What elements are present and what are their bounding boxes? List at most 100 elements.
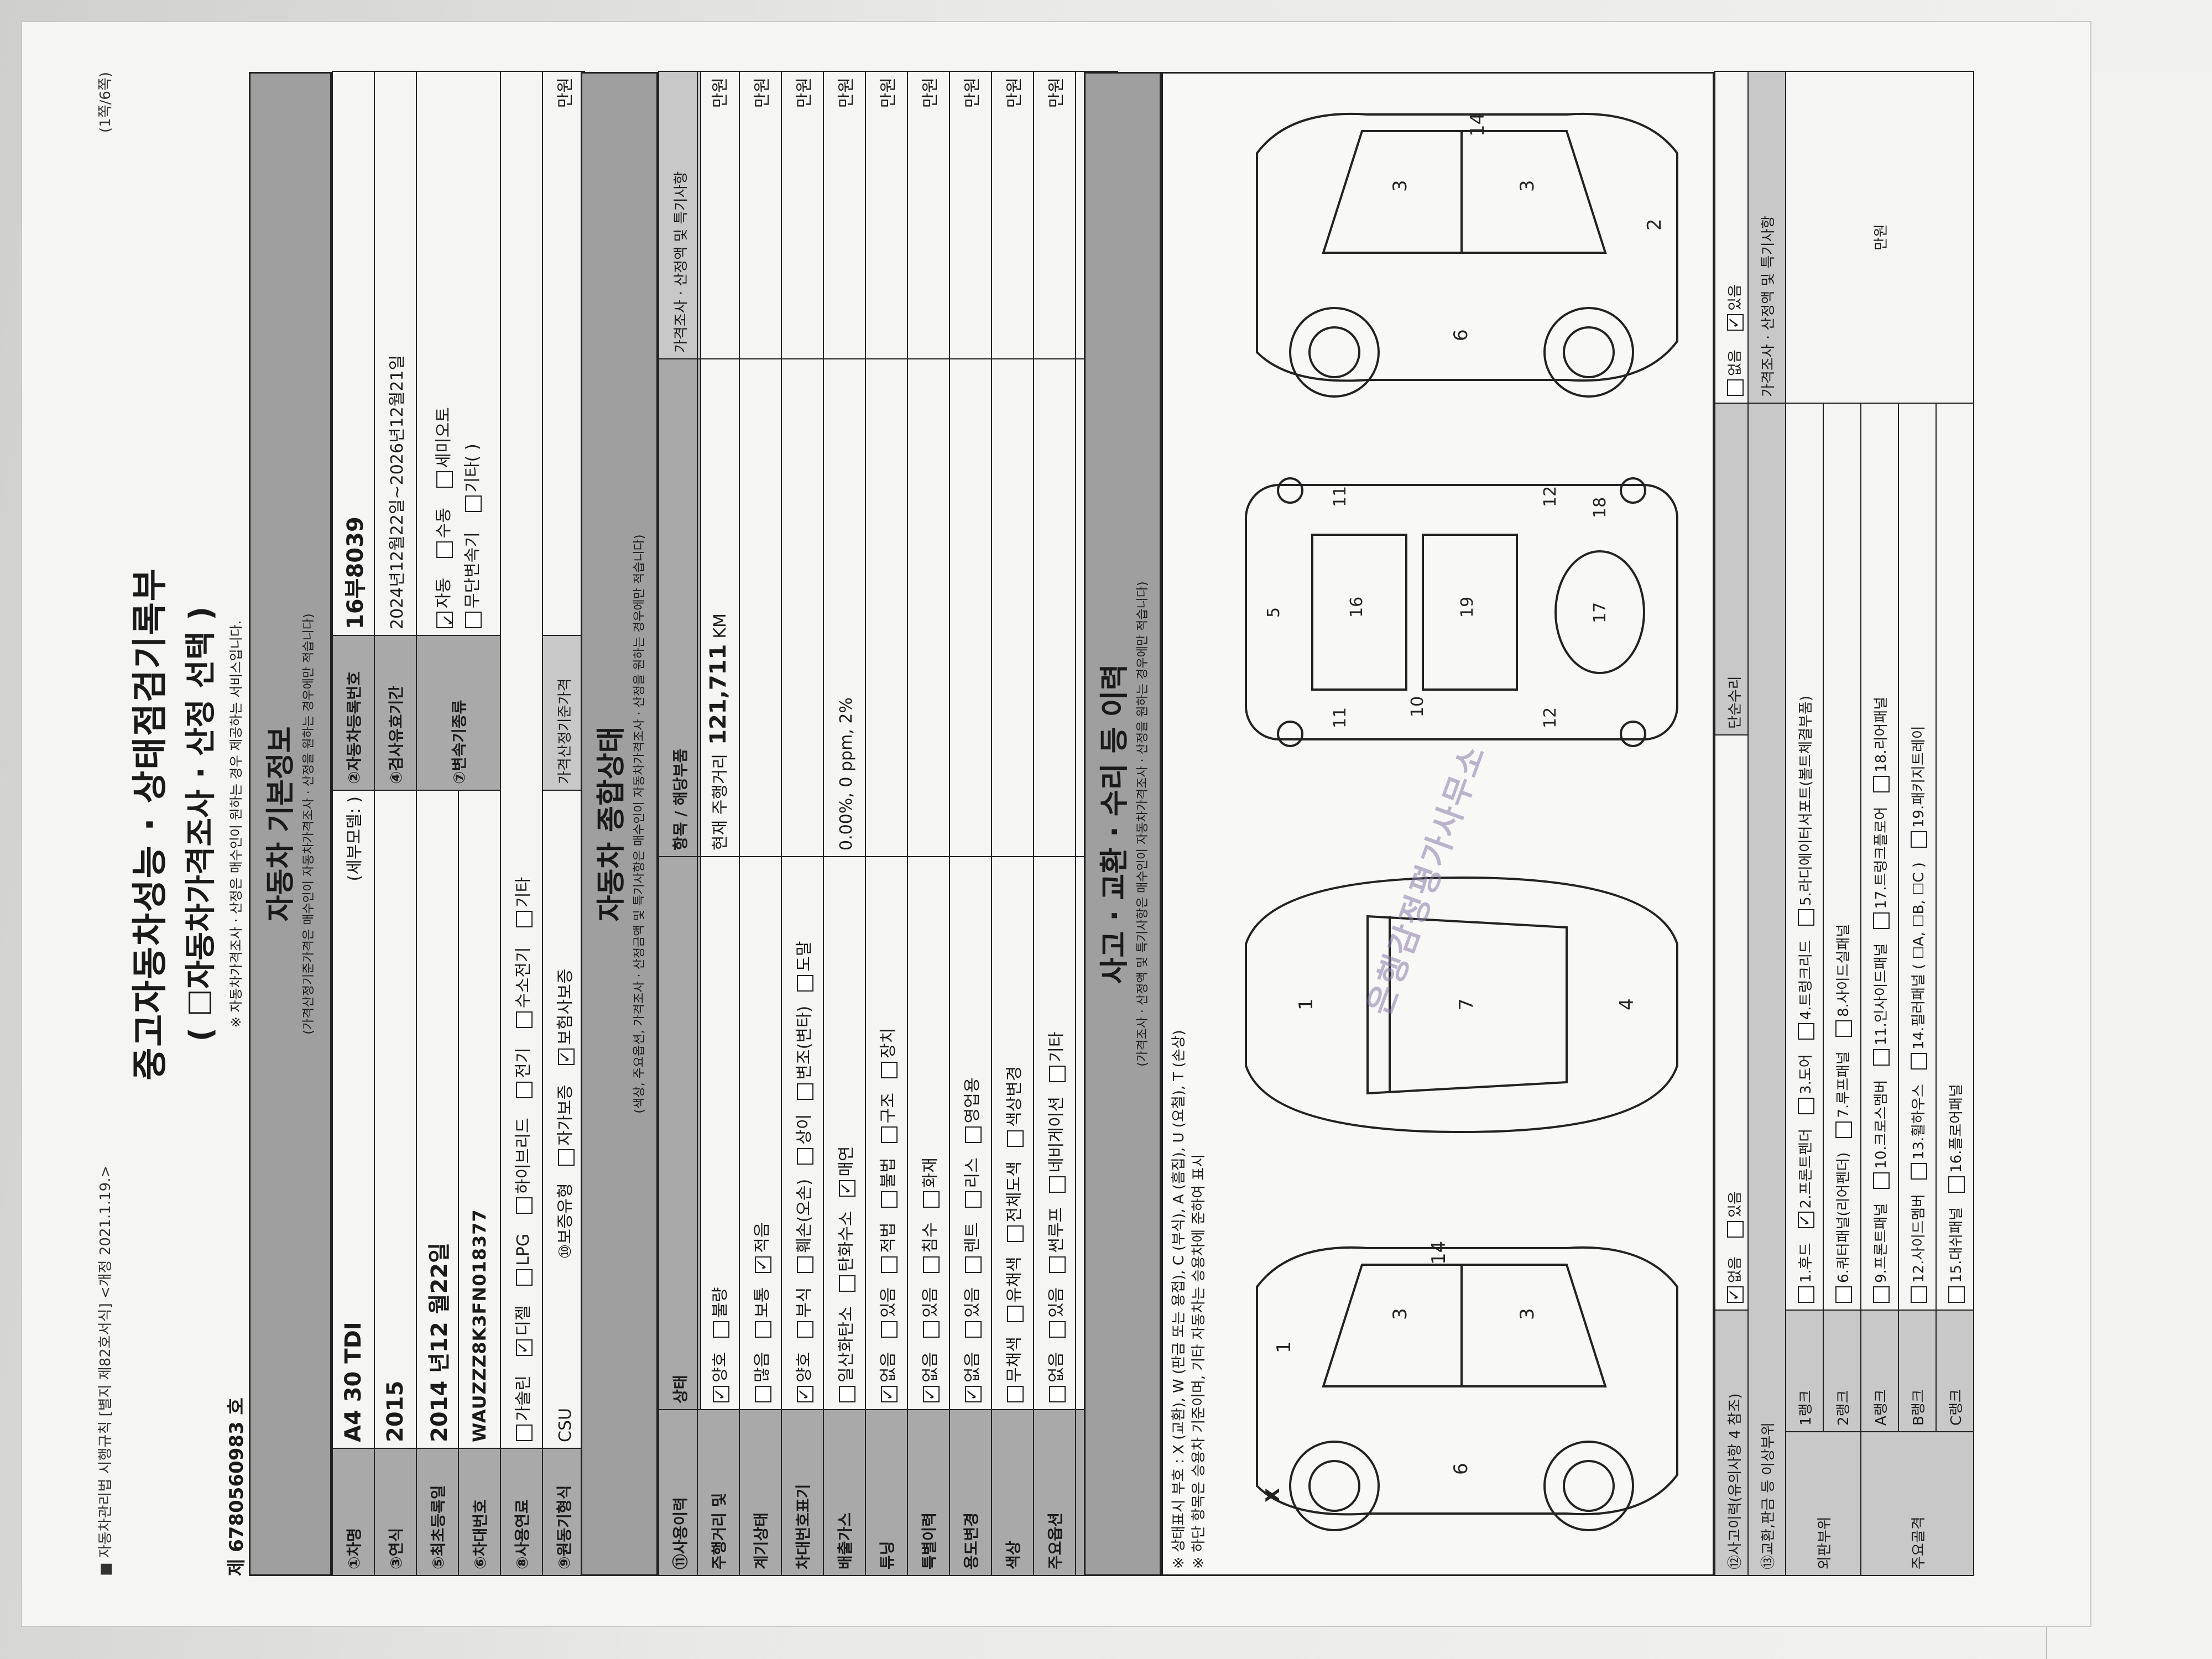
status-option-checkbox[interactable] (880, 1256, 898, 1273)
status-option-checkbox[interactable] (964, 1126, 982, 1144)
rank-item-checkbox[interactable] (1835, 1121, 1852, 1138)
status-option-label: 전체도색 (1005, 1161, 1024, 1223)
rank-label: C랭크 (1936, 1310, 1974, 1432)
status-option-checkbox[interactable] (880, 1061, 898, 1078)
status-option-checkbox[interactable] (838, 1180, 855, 1197)
trans-auto-checkbox[interactable] (436, 612, 453, 628)
fuel-hydrogen-checkbox[interactable] (515, 1011, 533, 1028)
rank-items: 1.후드2.프론트펜더3.도어4.트렁크리드5.라디에이터서포트(볼트체결부품) (1786, 403, 1823, 1310)
warranty-self-checkbox[interactable] (557, 1149, 575, 1166)
rank-item-checkbox[interactable] (1911, 1286, 1927, 1303)
status-option-checkbox[interactable] (796, 1386, 813, 1402)
rank-item-checkbox[interactable] (1873, 912, 1890, 929)
fuel-lpg-checkbox[interactable] (515, 1269, 533, 1286)
status-option-checkbox[interactable] (1048, 1321, 1066, 1338)
trans-manual-checkbox[interactable] (436, 541, 453, 559)
status-row-options: 일산화탄소탄화수소매연 (823, 857, 865, 1410)
status-option-checkbox[interactable] (880, 1386, 898, 1402)
rank-item-checkbox[interactable] (1798, 909, 1814, 926)
status-option-checkbox[interactable] (1048, 1065, 1066, 1082)
status-option-checkbox[interactable] (964, 1386, 982, 1402)
status-option-checkbox[interactable] (922, 1321, 940, 1338)
status-option-checkbox[interactable] (880, 1191, 898, 1208)
status-option-label: 많음 (753, 1352, 772, 1383)
accident-none-checkbox[interactable] (1727, 1286, 1744, 1303)
status-option-checkbox[interactable] (964, 1191, 982, 1208)
status-option: 장치 (874, 1028, 899, 1079)
status-price-unit: 만원 (739, 71, 781, 359)
status-option-checkbox[interactable] (1048, 1256, 1066, 1273)
status-row-options: 없음있음렌트리스영업용 (950, 857, 992, 1410)
status-option-checkbox[interactable] (880, 1126, 898, 1144)
rank-item-checkbox[interactable] (1911, 1163, 1927, 1180)
outer-panel-group: 외판부위 (1786, 1432, 1861, 1575)
status-option-checkbox[interactable] (796, 1147, 813, 1165)
rank-item-checkbox[interactable] (1798, 1212, 1814, 1229)
rank-item-checkbox[interactable] (1873, 1286, 1890, 1303)
rank-item-checkbox[interactable] (1798, 1023, 1814, 1040)
status-option-checkbox[interactable] (1006, 1225, 1024, 1243)
rank-item: 15.대쉬패널 (1945, 1207, 1965, 1304)
status-price-unit: 만원 (1034, 71, 1076, 359)
status-option: 영업용 (958, 1077, 983, 1144)
status-option-checkbox[interactable] (880, 1321, 898, 1338)
simple-yes-checkbox[interactable] (1727, 314, 1744, 331)
trans-other-checkbox[interactable] (465, 495, 482, 513)
rank-item-checkbox[interactable] (1948, 1286, 1965, 1303)
status-option-checkbox[interactable] (712, 1321, 729, 1338)
status-option-checkbox[interactable] (1006, 1306, 1024, 1323)
status-option-checkbox[interactable] (964, 1321, 982, 1338)
rank-item-checkbox[interactable] (1873, 1048, 1890, 1066)
fuel-electric-checkbox[interactable] (515, 1081, 533, 1098)
status-option-checkbox[interactable] (922, 1256, 940, 1273)
rank-item-checkbox[interactable] (1911, 831, 1927, 848)
trans-semi-checkbox[interactable] (436, 471, 453, 488)
rank-item-checkbox[interactable] (1911, 1053, 1927, 1070)
status-option-checkbox[interactable] (1048, 1176, 1066, 1193)
status-option-checkbox[interactable] (754, 1386, 771, 1402)
status-row: 배출가스일산화탄소탄화수소매연0.00%, 0 ppm, 2%만원 (823, 71, 865, 1575)
status-option-checkbox[interactable] (922, 1386, 940, 1402)
status-option-label: 적법 (879, 1222, 898, 1253)
fuel-other-checkbox[interactable] (515, 911, 533, 928)
status-row-detail (865, 359, 907, 857)
rank-item-checkbox[interactable] (1835, 1020, 1852, 1037)
detail-model: (세부모델: ) (345, 796, 364, 881)
status-option-label: 부식 (795, 1287, 814, 1318)
accident-yes-checkbox[interactable] (1727, 1220, 1744, 1238)
status-option-checkbox[interactable] (754, 1321, 771, 1338)
rank-item-checkbox[interactable] (1873, 1172, 1890, 1189)
warranty-insurer-checkbox[interactable] (557, 1048, 575, 1065)
rank-item: 19.패키지트레이 (1907, 726, 1928, 849)
fuel-diesel-checkbox[interactable] (515, 1339, 533, 1356)
status-option-checkbox[interactable] (1006, 1130, 1024, 1147)
svg-text:3: 3 (1389, 180, 1411, 192)
status-option-checkbox[interactable] (796, 1321, 813, 1338)
rank-item-checkbox[interactable] (1835, 1286, 1852, 1303)
fuel-hybrid-checkbox[interactable] (515, 1197, 533, 1214)
rank-item-checkbox[interactable] (1798, 1286, 1814, 1303)
car-name-label: ①차명 (332, 1448, 374, 1575)
status-option: 없음 (958, 1352, 983, 1404)
status-option-checkbox[interactable] (796, 1256, 813, 1273)
rank-label: B랭크 (1898, 1310, 1936, 1432)
status-option-checkbox[interactable] (754, 1256, 771, 1273)
status-option-checkbox[interactable] (1006, 1386, 1024, 1402)
status-option-checkbox[interactable] (796, 1083, 813, 1100)
svg-text:14: 14 (1428, 1241, 1450, 1265)
trans-cvt-checkbox[interactable] (465, 612, 482, 628)
status-option-checkbox[interactable] (922, 1191, 940, 1208)
simple-none-checkbox[interactable] (1727, 379, 1744, 396)
status-price-unit: 만원 (781, 71, 823, 359)
fuel-gasoline-checkbox[interactable] (515, 1425, 533, 1441)
rank-item-checkbox[interactable] (1948, 1176, 1965, 1193)
status-option-checkbox[interactable] (796, 974, 813, 992)
status-option-checkbox[interactable] (838, 1275, 855, 1292)
status-row-detail (781, 359, 823, 857)
status-option-checkbox[interactable] (838, 1386, 855, 1402)
status-option-checkbox[interactable] (964, 1256, 982, 1273)
rank-item-checkbox[interactable] (1873, 775, 1890, 792)
rank-item-checkbox[interactable] (1798, 1097, 1814, 1114)
status-option-checkbox[interactable] (712, 1386, 729, 1402)
status-option-checkbox[interactable] (1048, 1386, 1066, 1402)
